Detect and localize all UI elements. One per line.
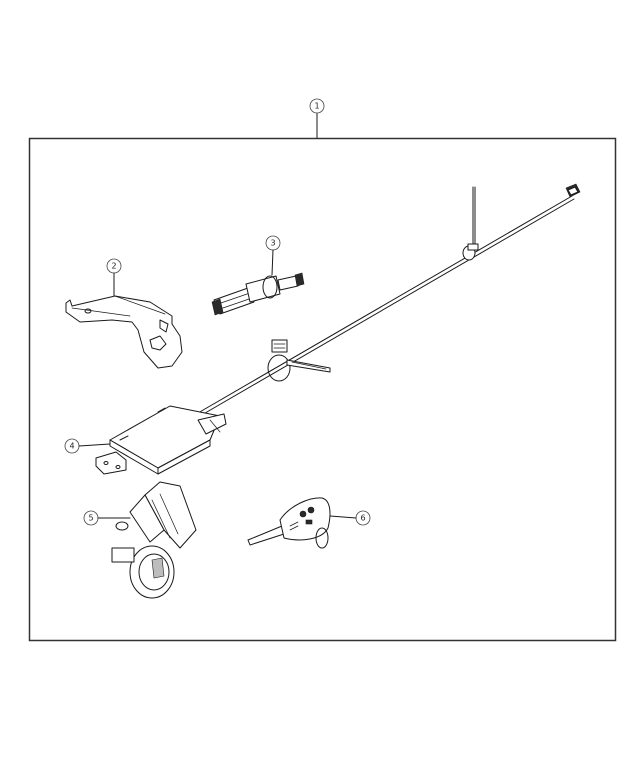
callout-4[interactable]: 4 bbox=[64, 438, 111, 454]
callout-1-label: 1 bbox=[314, 102, 319, 111]
callout-4-label: 4 bbox=[69, 442, 74, 451]
control-module[interactable] bbox=[95, 405, 227, 475]
callout-5-label: 5 bbox=[88, 514, 93, 523]
callout-1[interactable]: 1 bbox=[309, 98, 325, 139]
callout-5[interactable]: 5 bbox=[83, 510, 131, 526]
callout-3-label: 3 bbox=[270, 239, 275, 248]
diagram-frame bbox=[28, 137, 617, 642]
mounting-bracket[interactable] bbox=[65, 295, 183, 369]
callout-6-label: 6 bbox=[360, 514, 365, 523]
connector-plug[interactable] bbox=[211, 272, 305, 316]
wiring-harness[interactable] bbox=[197, 183, 581, 417]
key-fob[interactable] bbox=[247, 497, 331, 549]
callout-6[interactable]: 6 bbox=[329, 510, 371, 526]
callout-3[interactable]: 3 bbox=[265, 235, 281, 276]
callout-2[interactable]: 2 bbox=[106, 258, 122, 298]
ignition-transceiver[interactable] bbox=[111, 481, 197, 599]
callout-2-label: 2 bbox=[111, 262, 116, 271]
